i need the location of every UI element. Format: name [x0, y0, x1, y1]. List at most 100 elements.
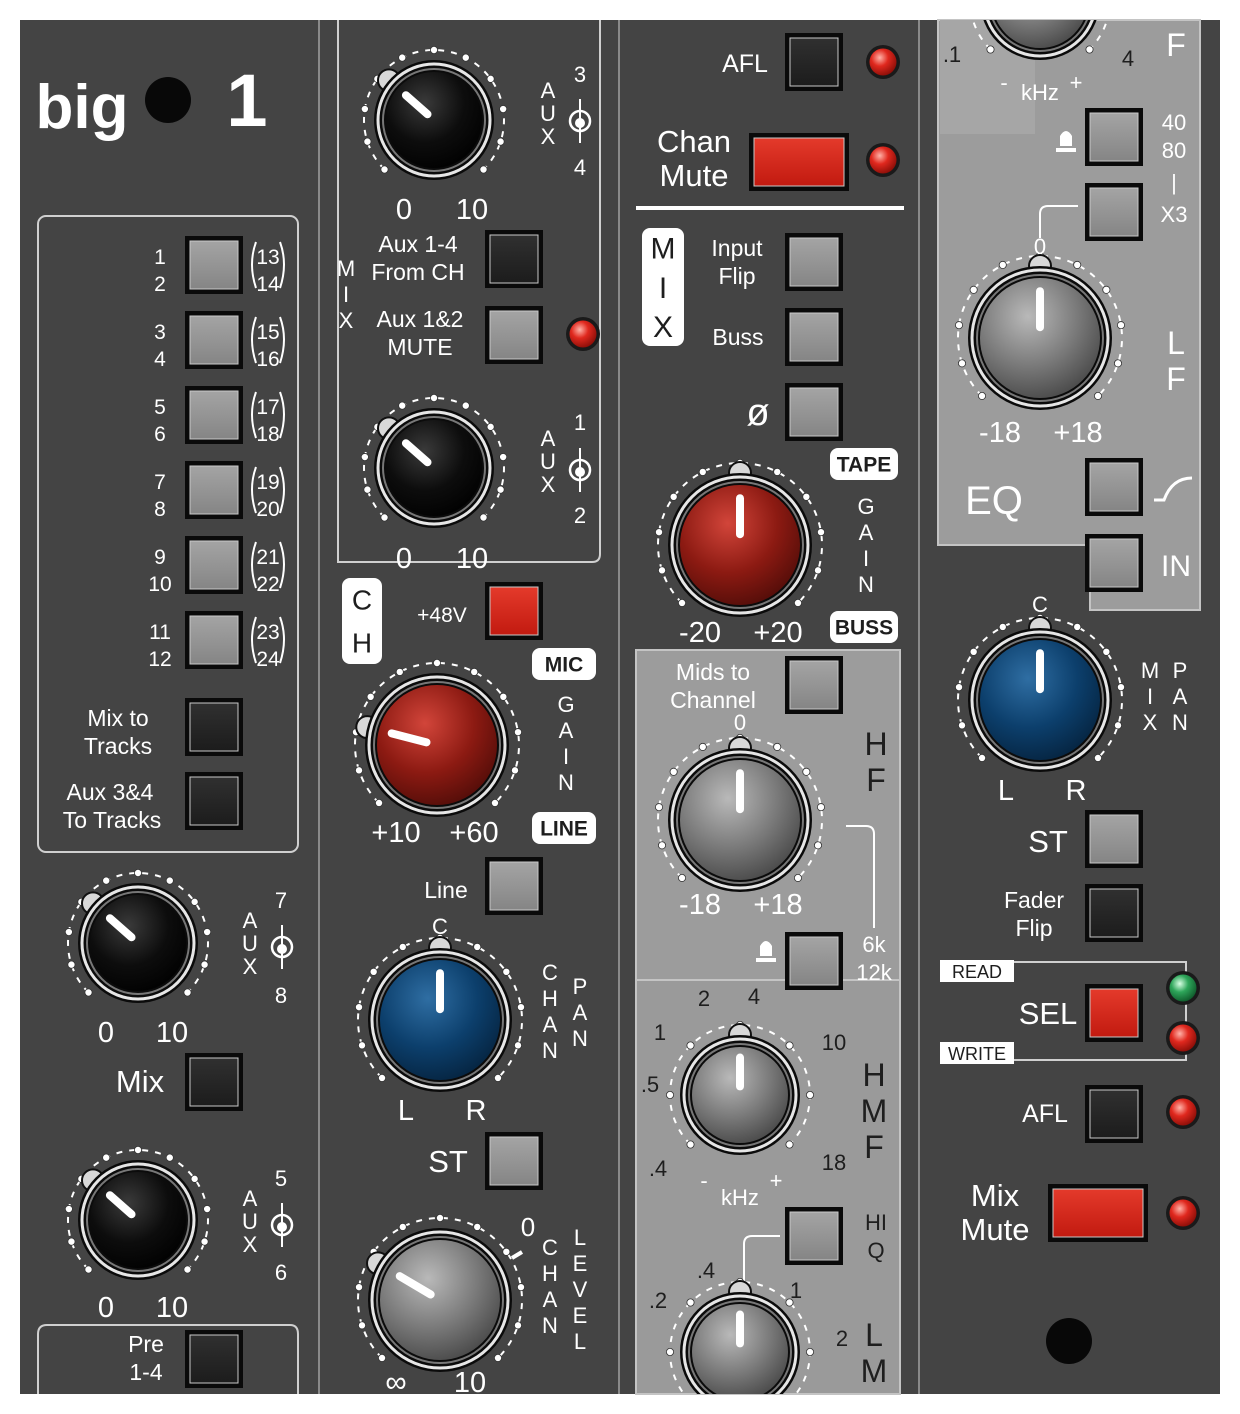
logo-big: big — [36, 73, 129, 142]
mic-gain-knob[interactable] — [352, 659, 522, 817]
aux12-knob-tick — [461, 401, 470, 410]
hmf-freq-knob-tick — [686, 1041, 695, 1050]
lmf-freq-knob[interactable] — [666, 1278, 815, 1412]
st-button[interactable] — [485, 1132, 543, 1190]
mids-to-channel-button[interactable] — [785, 656, 843, 714]
tape-buss-gain-knob-tick — [658, 566, 667, 575]
chan-level-knob-cap — [380, 1240, 500, 1360]
pan-right-label: R — [466, 1095, 487, 1127]
pan-word: P — [1173, 658, 1188, 683]
afl-button[interactable] — [785, 33, 843, 91]
pre-1-4-button[interactable] — [185, 1330, 243, 1388]
aux34-to-tracks-button[interactable] — [185, 772, 243, 830]
tape-buss-gain-knob-tick — [698, 467, 707, 476]
hpf-button[interactable] — [1085, 458, 1143, 516]
mix-pan-knob-tick — [958, 721, 967, 730]
level-word: V — [573, 1277, 588, 1302]
chan-pan-knob[interactable] — [355, 934, 525, 1092]
write-led-lamp — [1169, 1024, 1197, 1052]
chan-level-knob[interactable] — [355, 1214, 525, 1372]
aux56-jack-dot — [277, 1222, 287, 1232]
mix-mute-button-cap — [1052, 1188, 1144, 1238]
hmf-scale: 1 — [654, 1020, 666, 1045]
aux14-from-ch-button[interactable] — [485, 230, 543, 288]
routing-button-5-6-cap — [189, 390, 239, 440]
gain-word: G — [557, 692, 574, 717]
st-button-cap — [489, 1136, 539, 1186]
st-button[interactable] — [1085, 810, 1143, 868]
phantom-power-button[interactable] — [485, 582, 543, 640]
chan-pan-knob-tick — [358, 1041, 367, 1050]
buss-label: Buss — [712, 324, 763, 350]
gain-word: A — [559, 718, 574, 743]
hmf-freq-knob-tick — [666, 1091, 675, 1100]
hmf-word: F — [864, 1129, 884, 1165]
aux12-knob-skirt-ring — [382, 416, 486, 520]
buss-button[interactable] — [785, 308, 843, 366]
line-button[interactable] — [485, 857, 543, 915]
chan-pan-knob-tick — [513, 1041, 522, 1050]
input-flip-button[interactable] — [785, 233, 843, 291]
routing-button-7-8[interactable] — [185, 461, 243, 519]
mix-button[interactable] — [185, 1053, 243, 1111]
lf-gain-knob-skirt-ring — [970, 268, 1110, 408]
hpf-freq-button[interactable] — [1085, 183, 1143, 241]
aux78-top: 7 — [275, 888, 287, 913]
lf-gain-knob[interactable] — [955, 251, 1125, 410]
mix-mute-button[interactable] — [1048, 1184, 1148, 1242]
hmf-freq-knob-skirt-ring — [682, 1037, 798, 1153]
lmf-scale: .4 — [697, 1258, 715, 1283]
afl-button[interactable] — [1085, 1085, 1143, 1143]
tape-badge: TAPE — [830, 448, 898, 480]
routing-button-11-12[interactable] — [185, 611, 243, 669]
aux12-knob-tick — [360, 453, 369, 462]
routing-label: 8 — [154, 498, 166, 521]
mix-to-tracks-button[interactable] — [185, 698, 243, 756]
lmf-scale: 4 — [1122, 46, 1134, 71]
aux34-min: 0 — [396, 194, 412, 226]
aux12-knob[interactable] — [360, 393, 508, 528]
routing-button-1-2[interactable] — [185, 236, 243, 294]
pan-left-label: L — [398, 1095, 414, 1127]
chan-mute-button[interactable] — [749, 133, 849, 191]
chan-level-knob-tick — [435, 1214, 444, 1223]
hpf-link — [1039, 205, 1078, 238]
tape-buss-gain-knob[interactable] — [655, 458, 825, 617]
lf-gain-knob-tick — [1102, 285, 1111, 294]
ch-badge-text: H — [352, 628, 372, 659]
chan-level-knob-scale — [357, 1216, 523, 1359]
bracket-right — [279, 241, 285, 289]
aux12-mute-button[interactable] — [485, 306, 543, 364]
ch-badge-bg — [342, 578, 382, 664]
aux12-knob-tick — [499, 453, 508, 462]
pan-center-label: C — [432, 914, 448, 939]
aux56-word: X — [243, 1232, 258, 1257]
routing-button-3-4-cap — [189, 315, 239, 365]
sel-button[interactable] — [1085, 984, 1143, 1042]
aux34-knob[interactable] — [360, 46, 508, 180]
fader-flip-button[interactable] — [1085, 884, 1143, 942]
hf-freq-button[interactable] — [785, 932, 843, 990]
mic-gain-knob-tick — [499, 692, 508, 701]
mix-pan-knob[interactable] — [955, 614, 1125, 772]
hf-gain-knob[interactable] — [655, 734, 825, 892]
aux56-knob[interactable] — [64, 1146, 212, 1280]
routing-label-alt: 20 — [256, 498, 279, 521]
routing-button-5-6[interactable] — [185, 386, 243, 444]
hmf-word: H — [862, 1057, 885, 1093]
lf-freq-button[interactable] — [1085, 108, 1143, 166]
hf-freq-link — [846, 825, 875, 928]
aux12-jack-ring — [568, 458, 592, 482]
bell-icon-base — [1056, 148, 1076, 152]
hmf-freq-knob[interactable] — [666, 1021, 815, 1155]
hi-q-button[interactable] — [785, 1207, 843, 1265]
eq-in-button[interactable] — [1085, 534, 1143, 592]
phase-symbol: ø — [746, 392, 769, 434]
phase-invert-button[interactable] — [785, 383, 843, 441]
line-badge: LINE — [532, 812, 596, 844]
routing-button-9-10[interactable] — [185, 536, 243, 594]
routing-button-3-4[interactable] — [185, 311, 243, 369]
lmf-freq-knob-top[interactable] — [966, 0, 1113, 60]
aux78-knob[interactable] — [64, 869, 212, 1003]
tape-buss-gain-knob-cap — [680, 485, 800, 605]
